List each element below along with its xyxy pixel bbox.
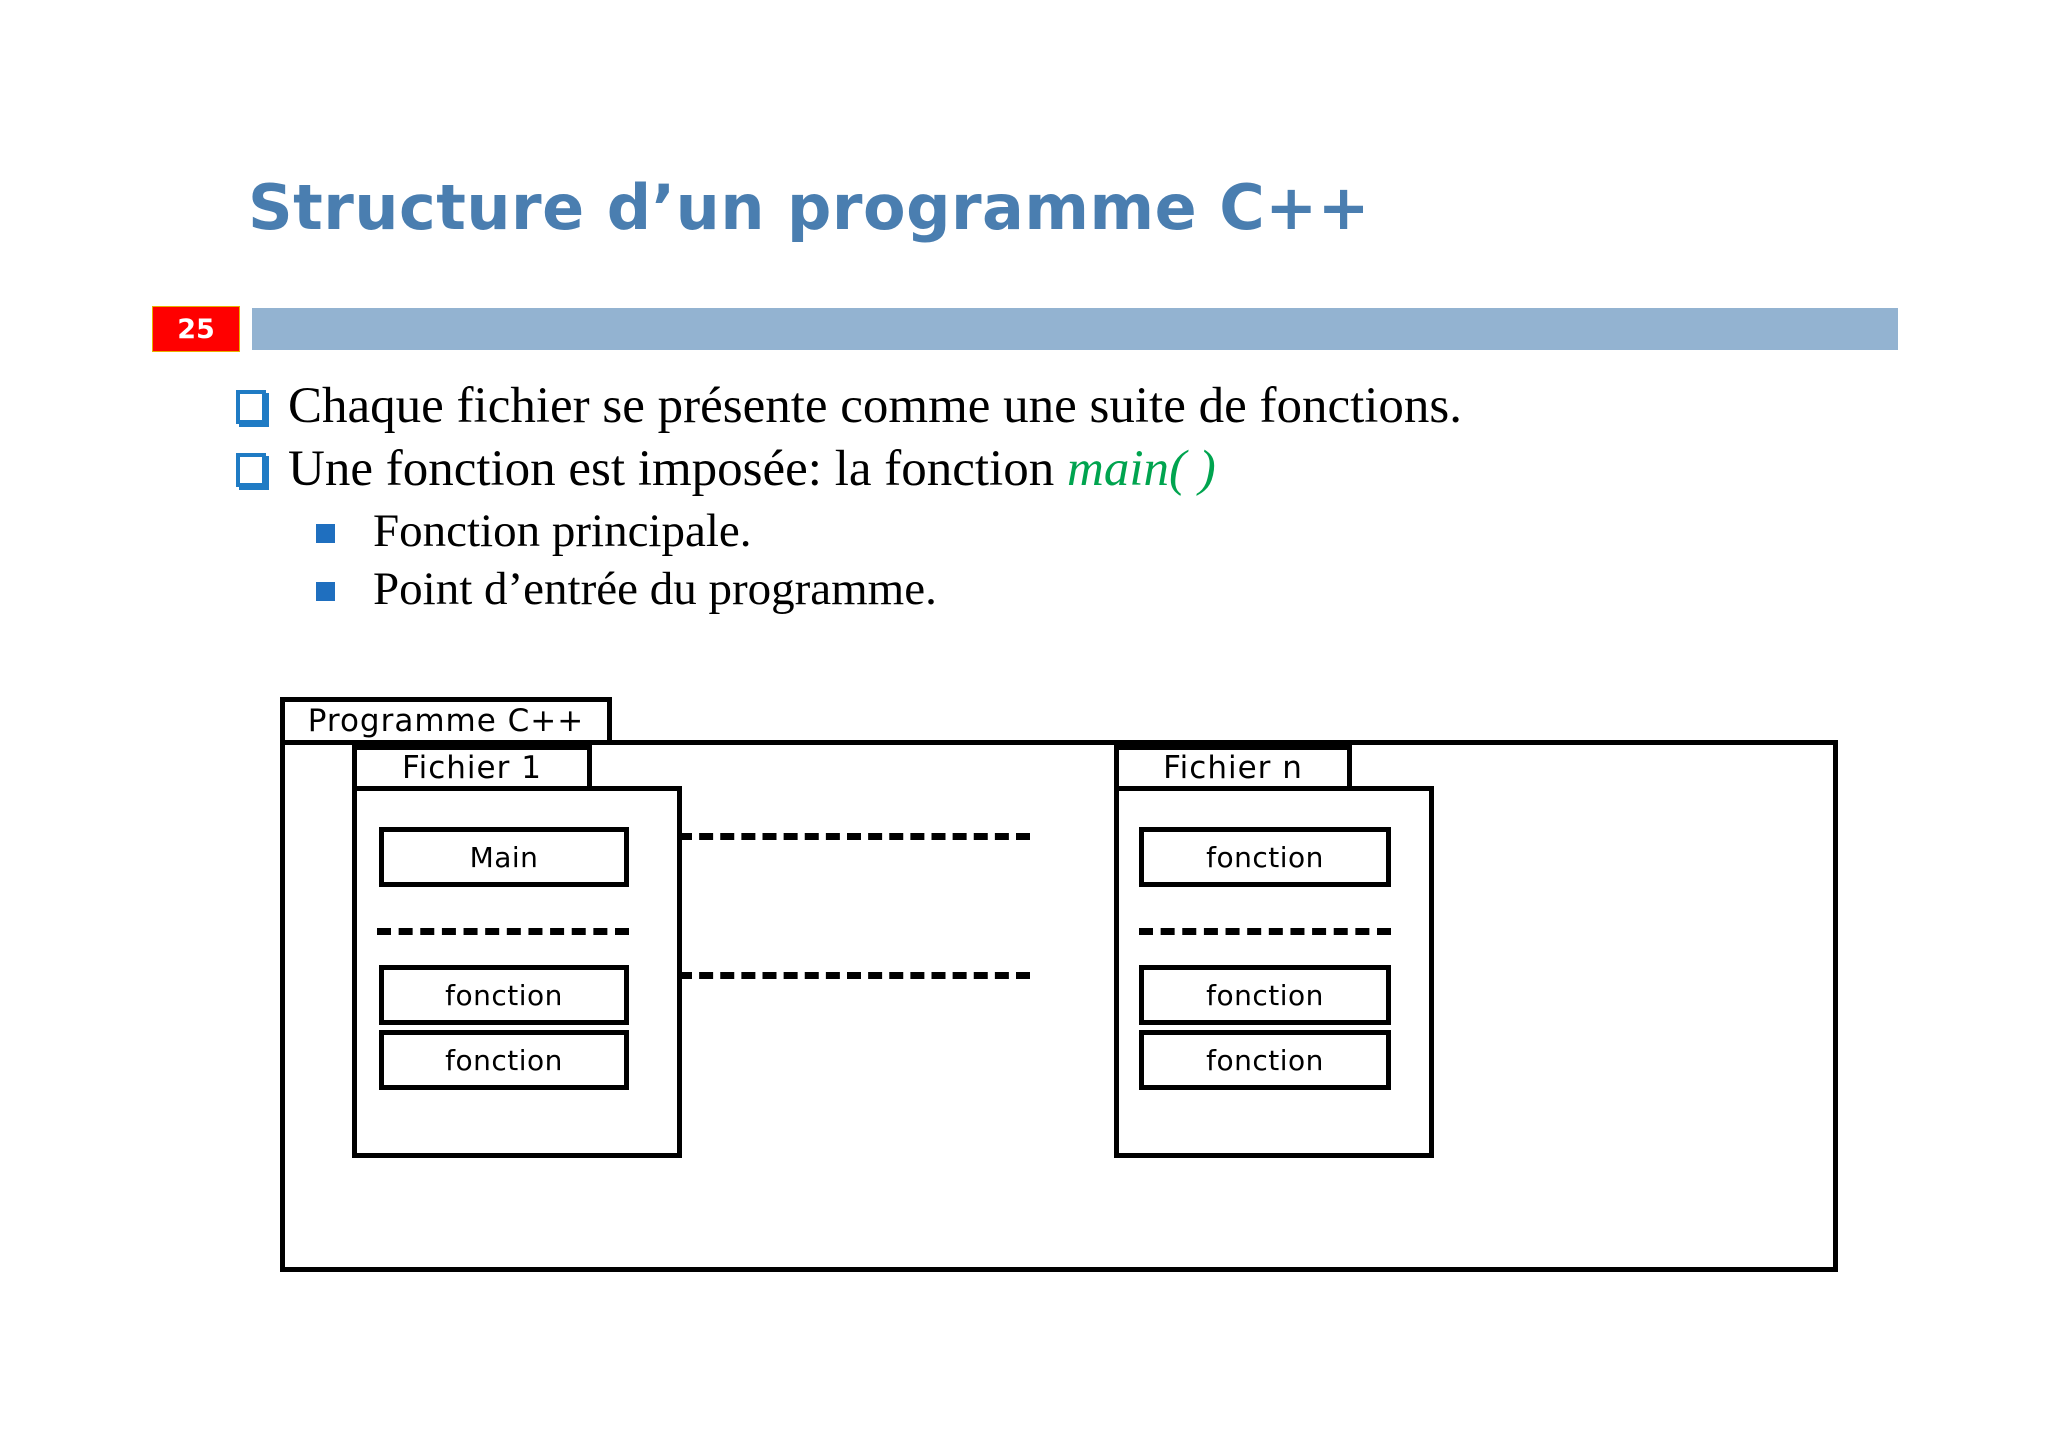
program-package-label: Programme C++	[307, 703, 585, 739]
square-filled-bullet-icon	[316, 582, 335, 602]
function-box: fonction	[1139, 965, 1391, 1025]
function-box: fonction	[1139, 827, 1391, 887]
program-package-tab: Programme C++	[280, 697, 612, 745]
function-box: fonction	[379, 965, 629, 1025]
page-number-badge: 25	[152, 306, 240, 352]
function-box: Main	[379, 827, 629, 887]
function-box-label: fonction	[445, 1043, 563, 1077]
function-box: fonction	[1139, 1030, 1391, 1090]
sub-bullet-item-1-label: Fonction principale.	[373, 505, 752, 558]
main-function-code: main( )	[1066, 441, 1216, 498]
bullet-item-1: Chaque fichier se présente comme une sui…	[236, 378, 1936, 435]
function-box-label: fonction	[1206, 1043, 1324, 1077]
bullet-item-1-label: Chaque fichier se présente comme une sui…	[288, 378, 1463, 434]
connector-dashed-line-top	[678, 833, 1030, 840]
file-package-n: Fichier n fonction fonction fonction	[1114, 745, 1434, 1185]
sub-bullet-item-2-label: Point d’entrée du programme.	[373, 563, 937, 616]
file-package-n-body: fonction fonction fonction	[1114, 786, 1434, 1158]
file-1-dashed-separator	[377, 928, 629, 935]
function-box-label: fonction	[1206, 840, 1324, 874]
sub-bullet-item-1: Fonction principale.	[316, 504, 1936, 558]
function-box: fonction	[379, 1030, 629, 1090]
file-package-1: Fichier 1 Main fonction fonction	[352, 745, 682, 1185]
function-box-label: fonction	[1206, 978, 1324, 1012]
file-package-1-tab: Fichier 1	[352, 745, 592, 791]
file-package-n-tab: Fichier n	[1114, 745, 1352, 791]
square-outline-bullet-icon	[236, 390, 266, 424]
bullet-item-2-label: Une fonction est imposée: la fonction ma…	[288, 441, 1216, 498]
program-structure-diagram: Programme C++ Fichier 1 Main fonction fo…	[280, 697, 1840, 1275]
file-package-1-body: Main fonction fonction	[352, 786, 682, 1158]
function-box-label: Main	[469, 840, 539, 874]
square-filled-bullet-icon	[316, 524, 335, 544]
file-n-dashed-separator	[1139, 928, 1391, 935]
title-divider-bar	[252, 308, 1898, 350]
function-box-label: fonction	[445, 978, 563, 1012]
page-title: Structure d’un programme C++	[248, 171, 1371, 244]
square-outline-bullet-icon	[236, 453, 266, 488]
connector-dashed-line-bottom	[678, 972, 1030, 979]
file-package-1-label: Fichier 1	[402, 750, 542, 786]
bullet-item-2-text: Une fonction est imposée: la fonction	[288, 441, 1067, 498]
file-package-n-label: Fichier n	[1163, 750, 1303, 786]
bullet-item-2: Une fonction est imposée: la fonction ma…	[236, 441, 1936, 498]
bullet-list: Chaque fichier se présente comme une sui…	[236, 378, 1936, 620]
sub-bullet-item-2: Point d’entrée du programme.	[316, 562, 1936, 616]
